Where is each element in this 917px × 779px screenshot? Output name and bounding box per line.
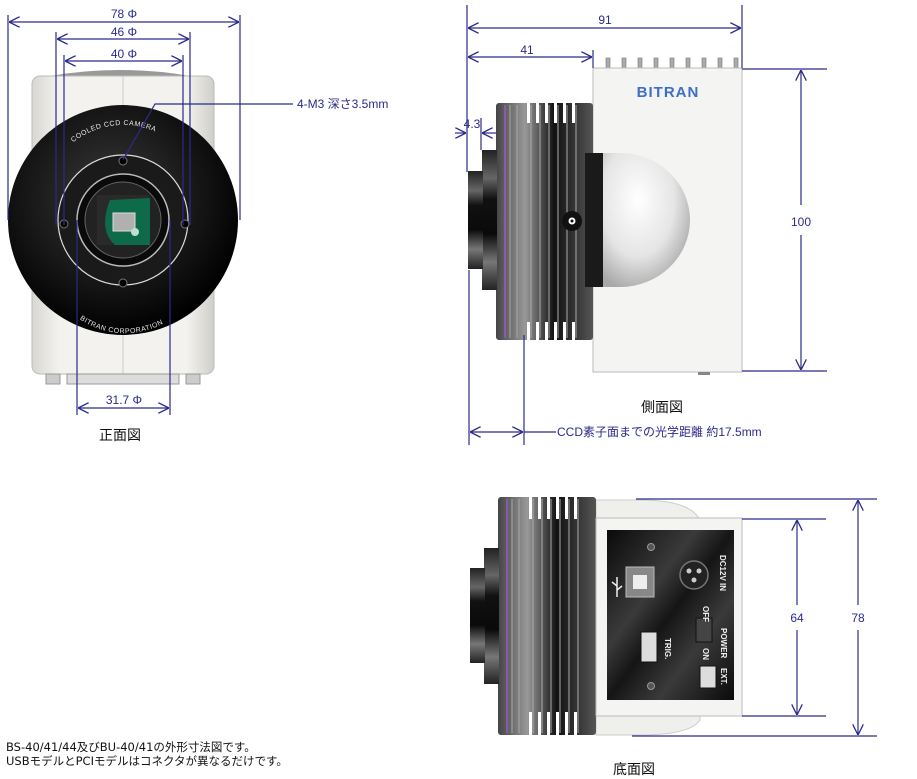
svg-text:64: 64 xyxy=(790,611,804,625)
svg-text:TRIG.: TRIG. xyxy=(663,638,672,659)
footnote-line-2: USBモデルとPCIモデルはコネクタが異なるだけです。 xyxy=(6,754,288,768)
trig-connector xyxy=(640,631,658,663)
svg-text:POWER: POWER xyxy=(719,628,728,658)
svg-text:91: 91 xyxy=(598,13,612,27)
mount-hole-callout: 4-M3 深さ3.5mm xyxy=(297,97,388,111)
cooling-dome xyxy=(603,153,690,287)
bottom-view: DC12V IN POWER OFF ON TRIG. EXT. 64 78 底… xyxy=(470,497,877,778)
svg-text:41: 41 xyxy=(520,43,534,57)
svg-text:OFF: OFF xyxy=(701,606,710,622)
lens-mount xyxy=(468,171,483,269)
svg-text:ON: ON xyxy=(701,648,710,660)
power-switch xyxy=(695,617,713,643)
svg-text:31.7 Φ: 31.7 Φ xyxy=(106,393,142,407)
bottom-view-caption: 底面図 xyxy=(613,762,655,778)
heat-sink-fins-bottom xyxy=(498,497,596,735)
front-view: COOLED CCD CAMERA BITRAN CORPORATION 78 … xyxy=(7,7,388,444)
svg-text:DC12V IN: DC12V IN xyxy=(718,555,727,591)
heat-sink-fins xyxy=(496,103,593,340)
footnote: BS-40/41/44及びBU-40/41の外形寸法図です。 USBモデルとPC… xyxy=(6,740,288,768)
optical-distance-note: CCD素子面までの光学距離 約17.5mm xyxy=(557,424,762,439)
ext-connector xyxy=(699,665,717,689)
svg-text:40 Φ: 40 Φ xyxy=(111,47,137,61)
brand-logo: BITRAN xyxy=(637,84,700,101)
svg-text:78: 78 xyxy=(851,611,865,625)
svg-text:78 Φ: 78 Φ xyxy=(111,7,137,21)
dc-in-jack xyxy=(679,560,709,590)
side-view: BITRAN xyxy=(455,5,827,445)
footnote-line-1: BS-40/41/44及びBU-40/41の外形寸法図です。 xyxy=(6,740,256,754)
lens-flange xyxy=(482,150,497,290)
usb-icon xyxy=(611,577,623,597)
side-view-caption: 側面図 xyxy=(641,400,683,416)
svg-text:4.3: 4.3 xyxy=(464,117,481,131)
svg-text:EXT.: EXT. xyxy=(719,668,728,685)
svg-text:46 Φ: 46 Φ xyxy=(111,25,137,39)
svg-text:100: 100 xyxy=(791,215,811,229)
front-view-caption: 正面図 xyxy=(99,428,141,444)
